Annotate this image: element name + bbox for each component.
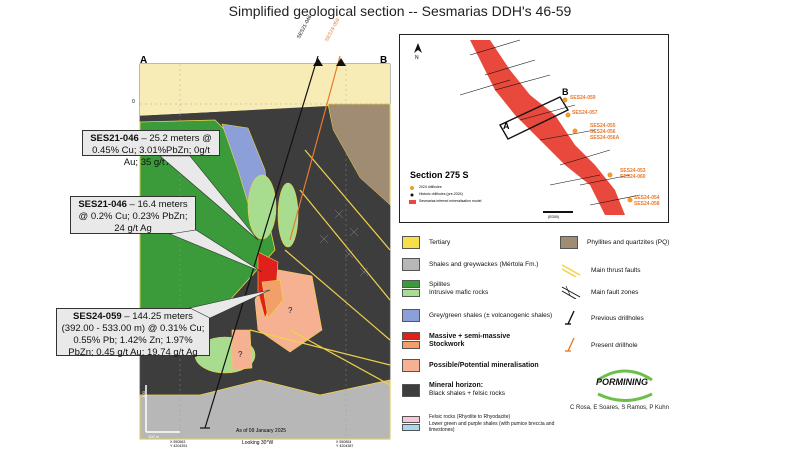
fault-zone-icon xyxy=(561,285,581,299)
legend-grey-green-shales: Grey/green shales (± volcanogenic shales… xyxy=(402,309,552,322)
coord-left: X 550563 Y 4204391 xyxy=(170,440,188,448)
inset-b: B xyxy=(562,87,569,97)
callout-3: SES24-059 – 144.25 meters (392.00 - 533.… xyxy=(56,308,210,358)
legend-present-drillhole: Present drillhole xyxy=(560,337,638,353)
inset-map: Section 275 S A B N 2024 drillholes Hist… xyxy=(399,34,669,223)
inset-legend-2: Historic drillholes (pre-2024) xyxy=(419,192,463,196)
shales-upper xyxy=(140,106,390,300)
inset-hole-3: SES24-055 SES24-056 SES24-056A xyxy=(590,123,620,141)
question-mark-2: ? xyxy=(238,350,243,359)
north-arrow-icon xyxy=(414,43,422,53)
inset-legend-3: Sesmarias inferred mineralisation model xyxy=(419,199,482,203)
legend-swatch xyxy=(402,258,420,271)
shales-lower xyxy=(139,379,391,440)
logo-text: PORMINING xyxy=(596,377,649,387)
stockwork xyxy=(261,279,284,319)
legend-swatch xyxy=(402,424,420,432)
legend-fault-zones: Main fault zones xyxy=(560,285,638,299)
inset-scale-unit: (ED50) xyxy=(548,215,560,219)
legend-felsic: Felsic rocks (Rhyolite to Rhyodacite)Low… xyxy=(402,414,579,434)
figure-title: Simplified geological section -- Sesmari… xyxy=(228,3,572,19)
legend-swatch xyxy=(402,236,420,249)
present-drillhole-icon xyxy=(565,337,575,352)
thrust-fault-icon xyxy=(561,264,581,277)
legend-swatch xyxy=(402,416,420,424)
inset-legend-1: 2024 drillholes xyxy=(419,185,442,189)
legend-tertiary: Tertiary xyxy=(402,236,450,249)
coord-right: X 550854 Y 4204387 xyxy=(336,440,354,448)
legend-previous-drillholes: Previous drillholes xyxy=(560,310,644,326)
inset-hole-4: SES24-053 SES24-060 xyxy=(620,168,646,180)
section-end-b: B xyxy=(380,55,388,66)
legend-mineral-horizon: Mineral horizon:Black shales + felsic ro… xyxy=(402,382,505,398)
legend-swatch xyxy=(402,289,420,297)
depth-label: 0 xyxy=(132,99,135,105)
thrust-faults xyxy=(249,149,391,386)
looking-label: Looking 30°W xyxy=(242,440,274,446)
section-box xyxy=(499,96,570,140)
scale-label: 100 m xyxy=(148,434,160,439)
fault-zone-hatch xyxy=(319,209,369,277)
legend-phyllites: Phyllites and quartzites (PQ) xyxy=(560,236,669,249)
date-label: As of 09 January 2025 xyxy=(236,428,287,434)
mineralisation-model xyxy=(470,40,625,215)
drillhole-ses21-046 xyxy=(204,55,319,429)
inset-hole-1: SES24-059 xyxy=(570,95,596,101)
callout-2: SES21-046 – 16.4 meters @ 0.2% Cu; 0.23%… xyxy=(70,196,196,234)
authors: C Rosa, E Soares, S Ramos, P Kuhn xyxy=(570,405,669,411)
legend-possible: Possible/Potential mineralisation xyxy=(402,359,539,372)
legend-thrust-faults: Main thrust faults xyxy=(560,263,641,277)
drillhole-ses24-059 xyxy=(289,55,341,241)
legend-swatch xyxy=(402,341,420,349)
inset-hole-5: SES24-054 SES24-058 xyxy=(634,195,660,207)
scale-bar xyxy=(145,385,180,433)
legend-shales: Shales and greywackes (Mértola Fm.) xyxy=(402,258,538,271)
previous-drillhole-icon xyxy=(565,310,575,325)
inset-hole-2: SES24-057 xyxy=(572,110,598,116)
inset-north: N xyxy=(415,55,419,61)
pormining-logo xyxy=(597,369,653,402)
legend-swatch xyxy=(402,280,420,288)
legend-swatch xyxy=(402,383,420,397)
legend-swatch xyxy=(402,332,420,340)
inset-a: A xyxy=(503,121,510,131)
section-end-a: A xyxy=(140,55,148,66)
inset-title: Section 275 S xyxy=(410,170,469,180)
legend-swatch xyxy=(402,309,420,322)
legend-swatch xyxy=(560,236,578,249)
inset-map-canvas xyxy=(409,39,641,215)
question-mark-1: ? xyxy=(288,306,293,315)
callout-1: SES21-046 – 25.2 meters @ 0.45% Cu; 3.01… xyxy=(82,130,220,168)
possible-mineralisation-lower xyxy=(231,329,253,371)
legend-swatch xyxy=(402,359,420,372)
